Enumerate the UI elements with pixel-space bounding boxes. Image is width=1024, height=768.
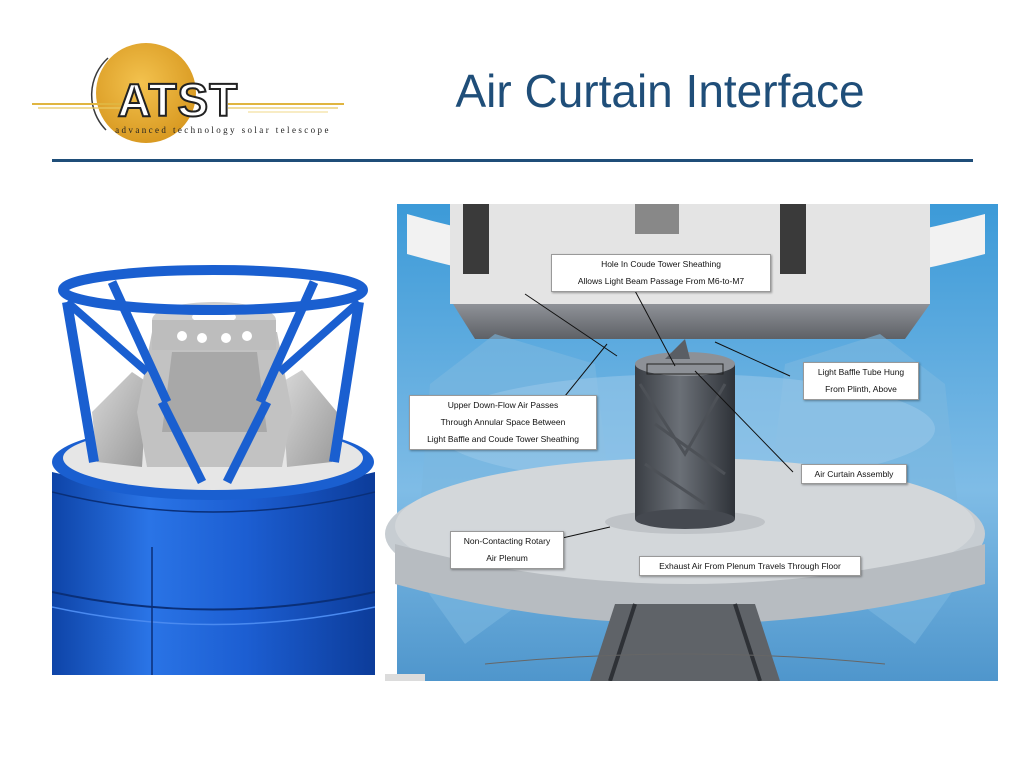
callout-baffle-line2: From Plinth, Above <box>825 384 897 394</box>
logo-brand-text: ATST <box>118 74 239 126</box>
callout-light-baffle: Light Baffle Tube Hung From Plinth, Abov… <box>803 362 919 400</box>
callout-upper-line2: Through Annular Space Between <box>440 417 566 427</box>
blue-tower-rendering <box>52 262 375 675</box>
callout-rotary-plenum: Non-Contacting Rotary Air Plenum <box>450 531 564 569</box>
callout-air-curtain: Air Curtain Assembly <box>801 464 907 484</box>
atst-logo: ATST advanced technology solar telescope <box>32 43 344 143</box>
callout-upper-line3: Light Baffle and Coude Tower Sheathing <box>427 434 579 444</box>
callout-upper-downflow: Upper Down-Flow Air Passes Through Annul… <box>409 395 597 450</box>
callout-hole-line1: Hole In Coude Tower Sheathing <box>601 259 721 269</box>
callout-hole-sheathing: Hole In Coude Tower Sheathing Allows Lig… <box>551 254 771 292</box>
callout-baffle-line1: Light Baffle Tube Hung <box>817 367 905 377</box>
callout-exhaust-text: Exhaust Air From Plenum Travels Through … <box>659 561 841 571</box>
slide-title: Air Curtain Interface <box>455 65 865 117</box>
callout-plenum-line1: Non-Contacting Rotary <box>463 536 551 546</box>
logo-tagline: advanced technology solar telescope <box>115 125 331 135</box>
callout-exhaust: Exhaust Air From Plenum Travels Through … <box>639 556 861 576</box>
callout-upper-line1: Upper Down-Flow Air Passes <box>447 400 559 410</box>
title-divider <box>52 159 973 162</box>
callout-plenum-line2: Air Plenum <box>486 553 528 563</box>
callout-air-curtain-text: Air Curtain Assembly <box>814 469 894 479</box>
callout-hole-line2: Allows Light Beam Passage From M6-to-M7 <box>577 276 745 286</box>
